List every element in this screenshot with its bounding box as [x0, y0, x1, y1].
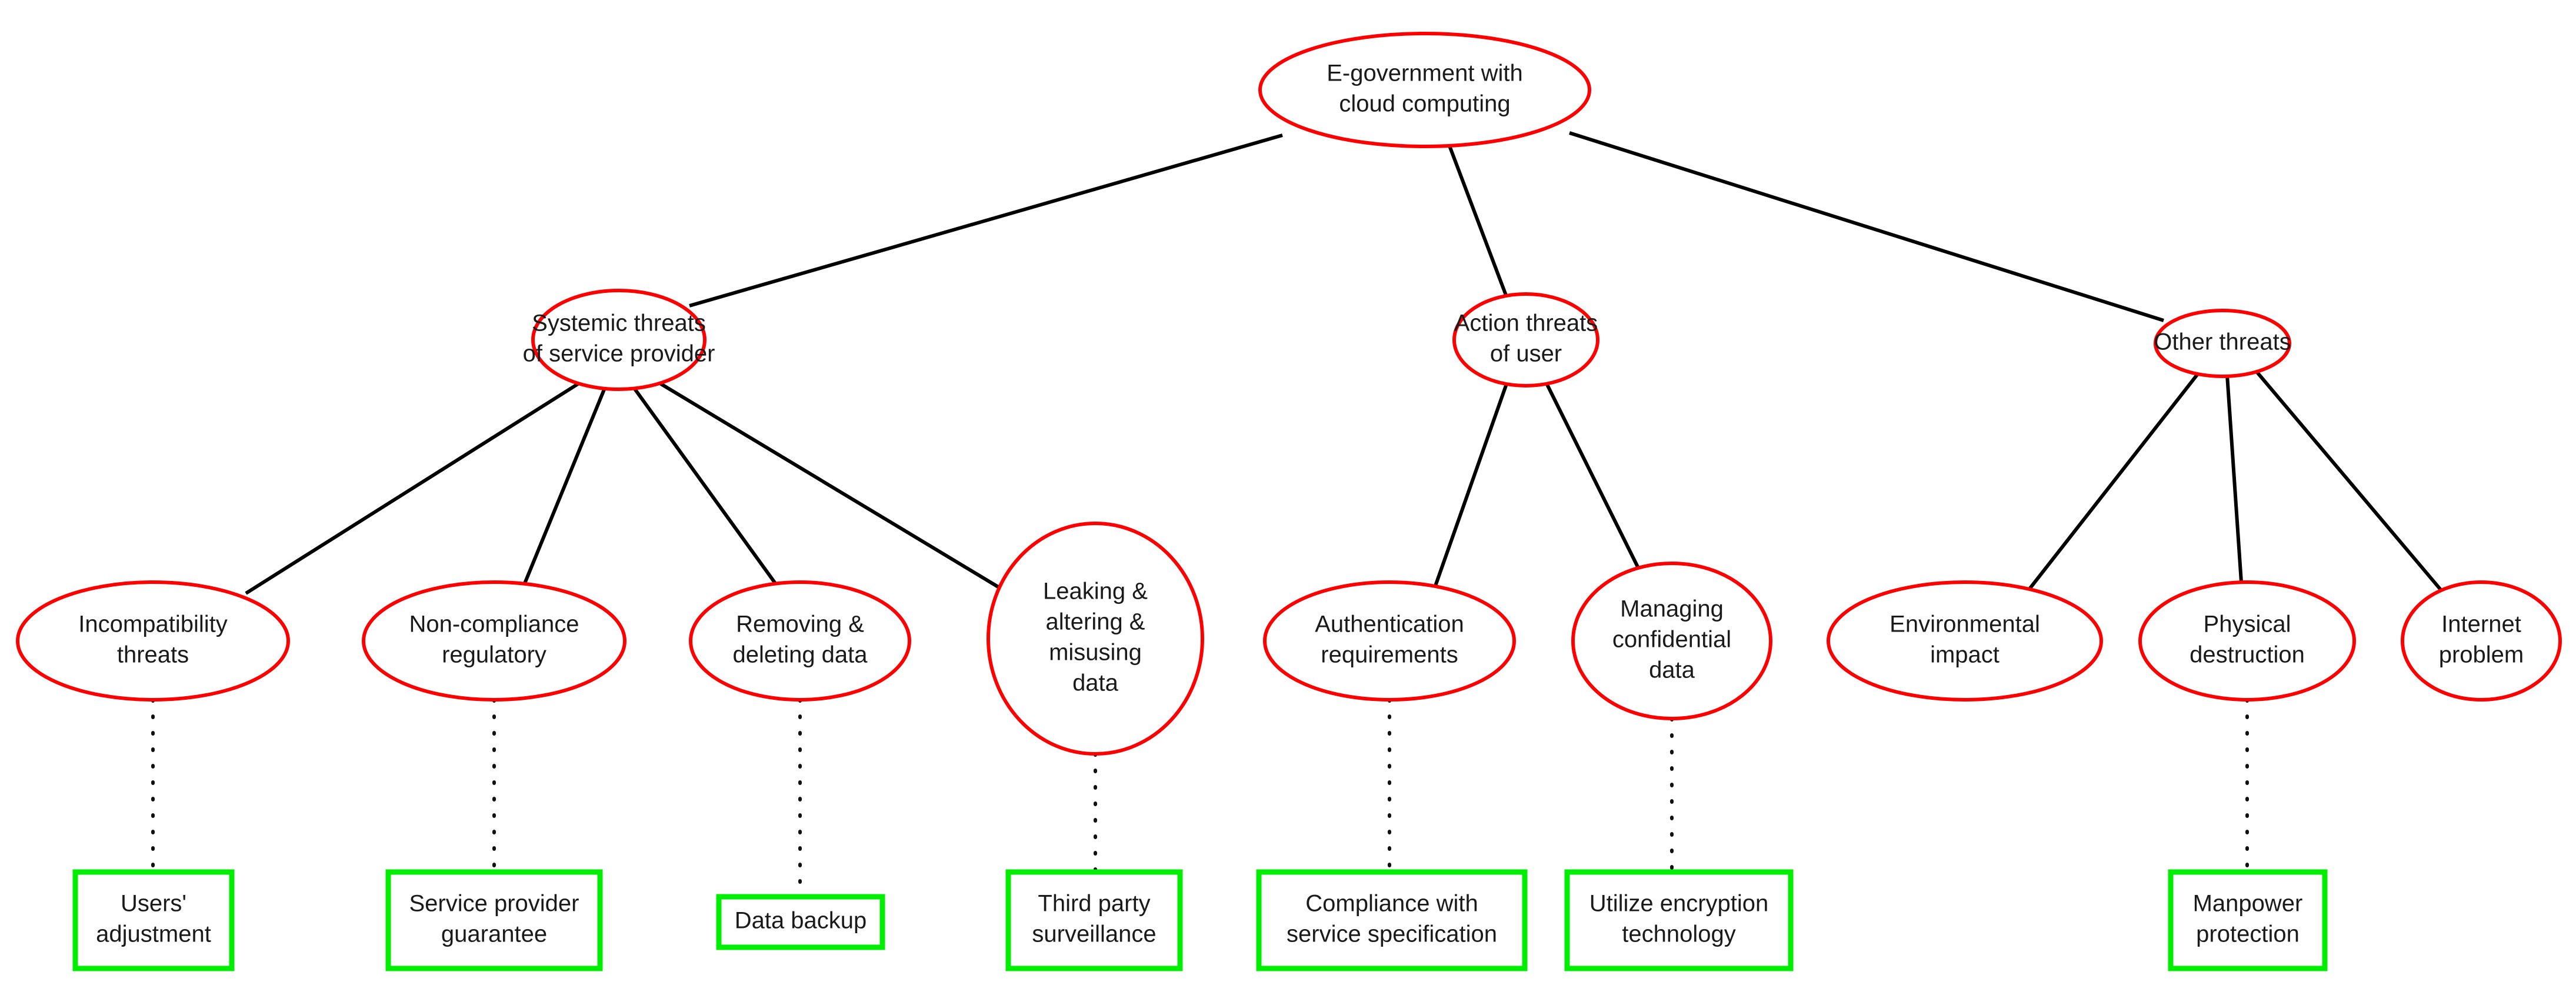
node-internet-problem-label-line-2: problem [2439, 642, 2524, 668]
box-compliance-with-service-specification-label-line-2: service specification [1287, 921, 1497, 947]
box-utilize-encryption-technology-label-line-1: Utilize encryption [1589, 891, 1769, 917]
box-compliance-with-service-specification-label-line-1: Compliance with [1305, 891, 1478, 917]
ellipse-shape-action-threats [1452, 292, 1599, 388]
ellipse-shape-root [1258, 32, 1591, 148]
edge-other-to-physical [2225, 375, 2243, 583]
node-environmental-impact-label-line-2: impact [1930, 642, 2000, 668]
node-root-label-line-1: E-government with [1327, 61, 1522, 86]
box-service-provider-guarantee-label-line-2: guarantee [441, 921, 547, 947]
box-users-adjustment-label-line-2: adjustment [96, 921, 211, 947]
box-service-provider-guarantee-label-line-1: Service provider [409, 891, 579, 917]
solid-edge-group [245, 131, 2443, 595]
node-managing-confidential-data-label-line-3: data [1649, 657, 1695, 683]
category-node-action-threats[interactable] [1452, 292, 1599, 388]
box-shape-third-party-surveillance [1005, 869, 1183, 971]
node-non-compliance-regulatory-label-line-2: regulatory [442, 642, 546, 668]
countermeasure-box-data-backup[interactable] [716, 894, 885, 950]
edge-action-to-managing [1544, 381, 1642, 573]
node-removing-deleting-data-label-line-2: deleting data [732, 642, 868, 668]
threat-node-leaking-altering-misusing-data[interactable] [987, 522, 1204, 756]
ellipse-shape-removing-deleting-data [689, 580, 911, 702]
root-node-root[interactable] [1258, 32, 1591, 148]
countermeasure-box-compliance-with-service-specification[interactable] [1256, 869, 1528, 971]
box-shape-service-provider-guarantee [385, 869, 603, 971]
node-environmental-impact-label-line-1: Environmental [1889, 612, 2040, 637]
box-manpower-protection-label-line-2: protection [2196, 921, 2300, 947]
box-shape-compliance-with-service-specification [1256, 869, 1528, 971]
edge-action-to-authentication [1432, 382, 1509, 590]
threat-node-internet-problem[interactable] [2401, 580, 2562, 702]
edge-systemic-to-incompatibility [245, 382, 580, 595]
node-leaking-altering-misusing-data-label-line-1: Leaking & [1043, 579, 1148, 604]
threat-node-physical-destruction[interactable] [2138, 580, 2356, 702]
node-action-threats-label-line-2: of user [1490, 341, 1562, 367]
countermeasure-box-utilize-encryption-technology[interactable] [1564, 869, 1794, 971]
countermeasure-box-service-provider-guarantee[interactable] [385, 869, 603, 971]
node-systemic-threats-label-line-1: Systemic threats [532, 310, 706, 336]
ellipse-shape-managing-confidential-data [1571, 562, 1772, 720]
node-systemic-threats-label-line-2: of service provider [523, 341, 715, 367]
node-action-threats-label-line-1: Action threats [1454, 310, 1598, 336]
node-group: E-government with cloud computingSystemic… [16, 32, 2562, 971]
box-shape-manpower-protection [2168, 869, 2328, 971]
box-shape-data-backup [716, 894, 885, 950]
dotted-edge-group [151, 698, 2249, 899]
edge-other-to-internet [2255, 370, 2443, 592]
box-users-adjustment-label-line-1: Users' [121, 891, 186, 917]
threat-node-incompatibility-threats[interactable] [16, 580, 290, 702]
box-third-party-surveillance-label-line-1: Third party [1038, 891, 1150, 917]
ellipse-shape-authentication-requirements [1263, 580, 1516, 702]
threat-node-managing-confidential-data[interactable] [1571, 562, 1772, 720]
edge-root-to-action [1448, 145, 1508, 296]
node-managing-confidential-data-label-line-1: Managing [1620, 596, 1724, 622]
node-authentication-requirements-label-line-1: Authentication [1315, 612, 1464, 637]
node-internet-problem-label-line-1: Internet [2441, 612, 2521, 637]
edge-root-to-systemic [689, 133, 1283, 308]
category-node-other-threats[interactable] [2154, 309, 2291, 378]
node-leaking-altering-misusing-data-label-line-4: data [1072, 670, 1119, 696]
node-leaking-altering-misusing-data-label-line-2: altering & [1046, 609, 1145, 635]
node-leaking-altering-misusing-data-label-line-3: misusing [1049, 640, 1142, 666]
node-incompatibility-threats-label-line-2: threats [117, 642, 189, 668]
ellipse-shape-physical-destruction [2138, 580, 2356, 702]
node-authentication-requirements-label-line-2: requirements [1321, 642, 1458, 668]
node-removing-deleting-data-label-line-1: Removing & [736, 612, 864, 637]
threat-node-authentication-requirements[interactable] [1263, 580, 1516, 702]
threat-node-removing-deleting-data[interactable] [689, 580, 911, 702]
node-non-compliance-regulatory-label-line-1: Non-compliance [409, 612, 579, 637]
edge-systemic-to-noncompliance [523, 387, 606, 584]
countermeasure-box-third-party-surveillance[interactable] [1005, 869, 1183, 971]
countermeasure-box-manpower-protection[interactable] [2168, 869, 2328, 971]
countermeasure-box-users-adjustment[interactable] [72, 869, 235, 971]
box-data-backup-label-line-1: Data backup [735, 908, 867, 934]
ellipse-shape-internet-problem [2401, 580, 2562, 702]
ellipse-shape-other-threats [2154, 309, 2291, 378]
box-shape-users-adjustment [72, 869, 235, 971]
ellipse-shape-environmental-impact [1827, 580, 2103, 702]
node-other-threats-label-line-1: Other threats [2154, 329, 2291, 355]
ellipse-shape-incompatibility-threats [16, 580, 290, 702]
box-utilize-encryption-technology-label-line-2: technology [1622, 921, 1735, 947]
ellipse-shape-non-compliance-regulatory [362, 580, 626, 702]
edge-root-to-other [1569, 131, 2164, 322]
category-node-systemic-threats[interactable] [531, 289, 707, 391]
edge-other-to-environmental [2027, 373, 2200, 592]
box-third-party-surveillance-label-line-2: surveillance [1032, 921, 1156, 947]
threat-node-non-compliance-regulatory[interactable] [362, 580, 626, 702]
node-managing-confidential-data-label-line-2: confidential [1612, 627, 1731, 653]
node-root-label-line-2: cloud computing [1339, 91, 1510, 117]
box-shape-utilize-encryption-technology [1564, 869, 1794, 971]
edge-systemic-to-removing [632, 387, 777, 584]
ellipse-shape-systemic-threats [531, 289, 707, 391]
node-physical-destruction-label-line-2: destruction [2190, 642, 2305, 668]
node-incompatibility-threats-label-line-1: Incompatibility [78, 612, 227, 637]
edge-systemic-to-leaking [659, 382, 1001, 590]
threat-node-environmental-impact[interactable] [1827, 580, 2103, 702]
box-manpower-protection-label-line-1: Manpower [2193, 891, 2303, 917]
ellipse-shape-leaking-altering-misusing-data [987, 522, 1204, 756]
node-physical-destruction-label-line-1: Physical [2204, 612, 2291, 637]
